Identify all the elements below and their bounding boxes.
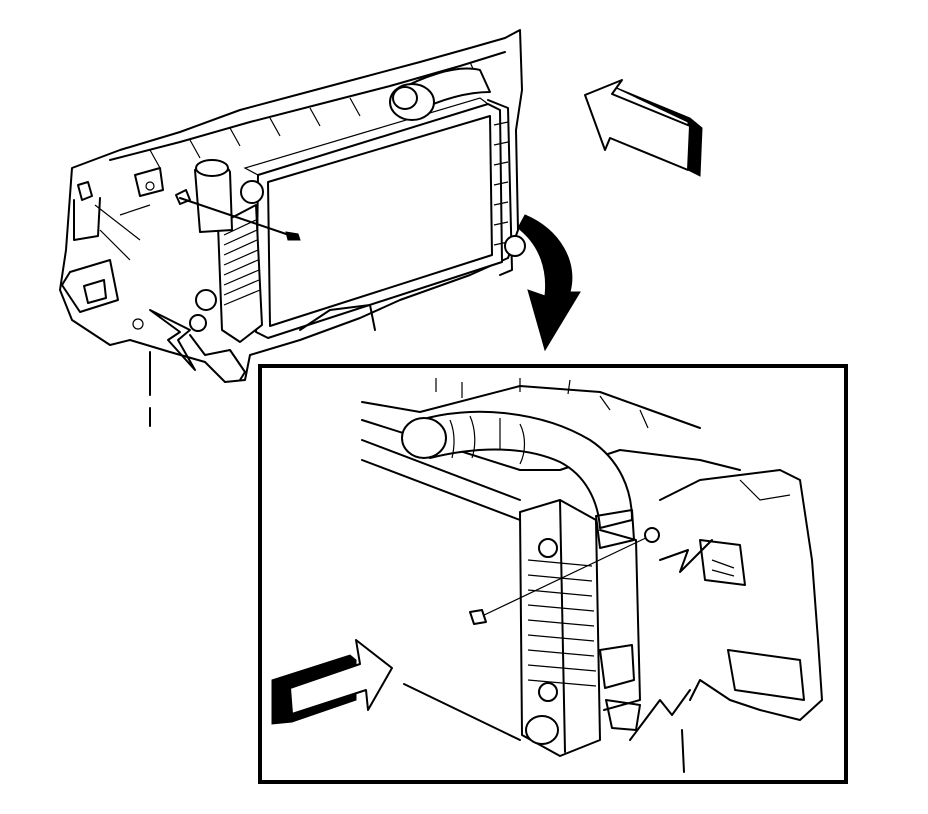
overview-radiator-assembly — [59, 29, 526, 427]
radiator-fitting — [240, 180, 264, 204]
detail-view — [258, 364, 848, 784]
radiator-core — [255, 103, 503, 339]
detail-support-bracket — [659, 469, 823, 721]
detail-hose-cap — [401, 417, 447, 459]
upper-hose-cap — [389, 83, 435, 121]
view-direction-arrow-icon — [271, 639, 393, 725]
radiator-right-tank — [487, 99, 513, 276]
mounting-bolt — [285, 231, 301, 241]
upper-support-rail — [109, 51, 506, 161]
view-direction-arrow-icon — [584, 79, 703, 177]
mounting-bolt-leader — [179, 197, 293, 237]
transition-arrow-icon — [517, 214, 581, 352]
detail-mounting-bolt — [469, 609, 487, 625]
radiator-left-tank — [217, 204, 263, 343]
radiator-support-frame — [59, 29, 523, 383]
detail-bolt-leader — [479, 534, 653, 618]
